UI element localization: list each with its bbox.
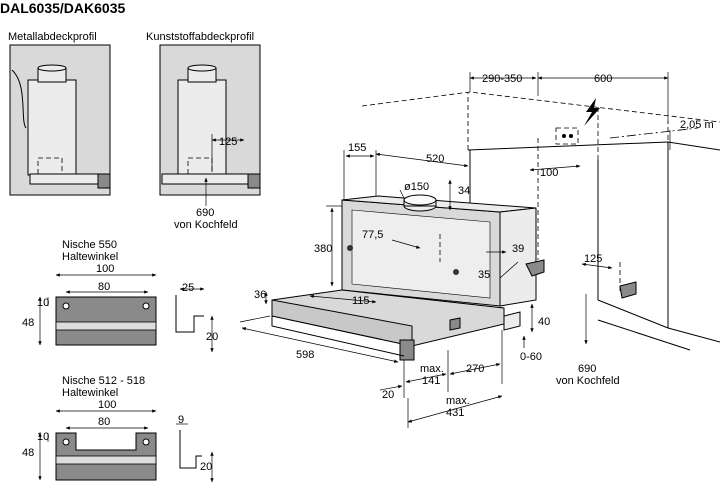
plastic-profile-label: Kunststoffabdeckprofil [146,31,254,43]
bracket-512-view: Nische 512 - 518 Haltewinkel 100 80 10 4… [22,375,214,483]
bracket-550-side [175,295,204,333]
hood-body-side [499,207,537,307]
dim-155: 155 [348,142,366,154]
dim-380: 380 [314,243,332,255]
dim-max-431-label: max. [446,395,470,407]
dim-431: 431 [446,407,464,419]
dim-36: 36 [254,289,266,301]
wall-bracket-clip [525,259,545,277]
bracket-512-dim-9: 9 [178,414,184,426]
dim-34: 34 [458,185,470,197]
bracket-512-title-1: Nische 512 - 518 [62,375,145,387]
dim-77-5: 77,5 [362,229,383,241]
dim-40: 40 [538,316,550,328]
dim-290-350: 290-350 [482,73,522,85]
bracket-512-dim-80: 80 [98,416,110,428]
bracket-512-side [179,430,202,469]
bracket-550-dim-25: 25 [182,282,194,294]
page-title: DAL6035/DAK6035 [0,0,125,16]
dim-diameter-150: ø150 [404,181,429,193]
plastic-profile-motor [177,79,227,176]
metal-profile-motor [27,79,77,176]
dim-690: 690 [578,363,596,375]
metal-profile-view: Metallabdeckprofil [8,31,111,196]
bracket-550-dim-48: 48 [22,317,34,329]
metal-profile-cable [11,69,27,129]
bracket-550-view: Nische 550 Haltewinkel 100 80 10 48 25 2… [22,239,218,353]
dim-598: 598 [296,349,314,361]
bracket-550-title-1: Nische 550 [62,239,117,251]
bracket-550-title-2: Haltewinkel [62,251,118,263]
bracket-512-dim-48: 48 [22,447,34,459]
dim-115: 115 [352,295,370,307]
dim-270: 270 [466,363,484,375]
bracket-550-dim-20: 20 [206,331,218,343]
dim-20: 20 [382,389,394,401]
dim-141: 141 [422,375,440,387]
dim-520: 520 [426,153,444,165]
socket-outline [555,127,579,145]
main-installation-view: 290-350 600 2,05 m 100 155 520 ø150 [239,72,720,428]
electric-lightning-icon [584,98,600,126]
ceiling-line [361,91,720,123]
dim-600: 600 [594,73,612,85]
dim-100: 100 [540,167,558,179]
bracket-550-plate [55,296,157,346]
bracket-550-dim-80: 80 [98,281,110,293]
dim-max-141-label: max. [420,363,444,375]
cabinet-bracket-clip [619,281,637,299]
plastic-profile-dim-125: 125 [219,136,237,148]
dim-35: 35 [478,269,490,281]
dim-0-60: 0-60 [520,351,542,363]
main-von-kochfeld: von Kochfeld [556,375,620,387]
plastic-profile-von-kochfeld: von Kochfeld [174,219,238,231]
dim-2-05-m: 2,05 m [680,119,714,131]
plastic-profile-bar [161,173,259,185]
metal-profile-label: Metallabdeckprofil [8,31,97,43]
bracket-512-dim-20: 20 [200,461,212,473]
bracket-550-dim-10: 10 [37,297,49,309]
metal-profile-bar [29,173,109,185]
bracket-512-dim-100: 100 [98,399,116,411]
bracket-550-dim-100: 100 [96,263,114,275]
plastic-profile-view: Kunststoffabdeckprofil 125 690 von Kochf… [146,31,261,231]
bracket-512-dim-10: 10 [37,431,49,443]
plastic-profile-dim-690: 690 [196,207,214,219]
dim-39: 39 [512,243,524,255]
bracket-512-title-2: Haltewinkel [62,387,118,399]
dim-125: 125 [584,253,602,265]
